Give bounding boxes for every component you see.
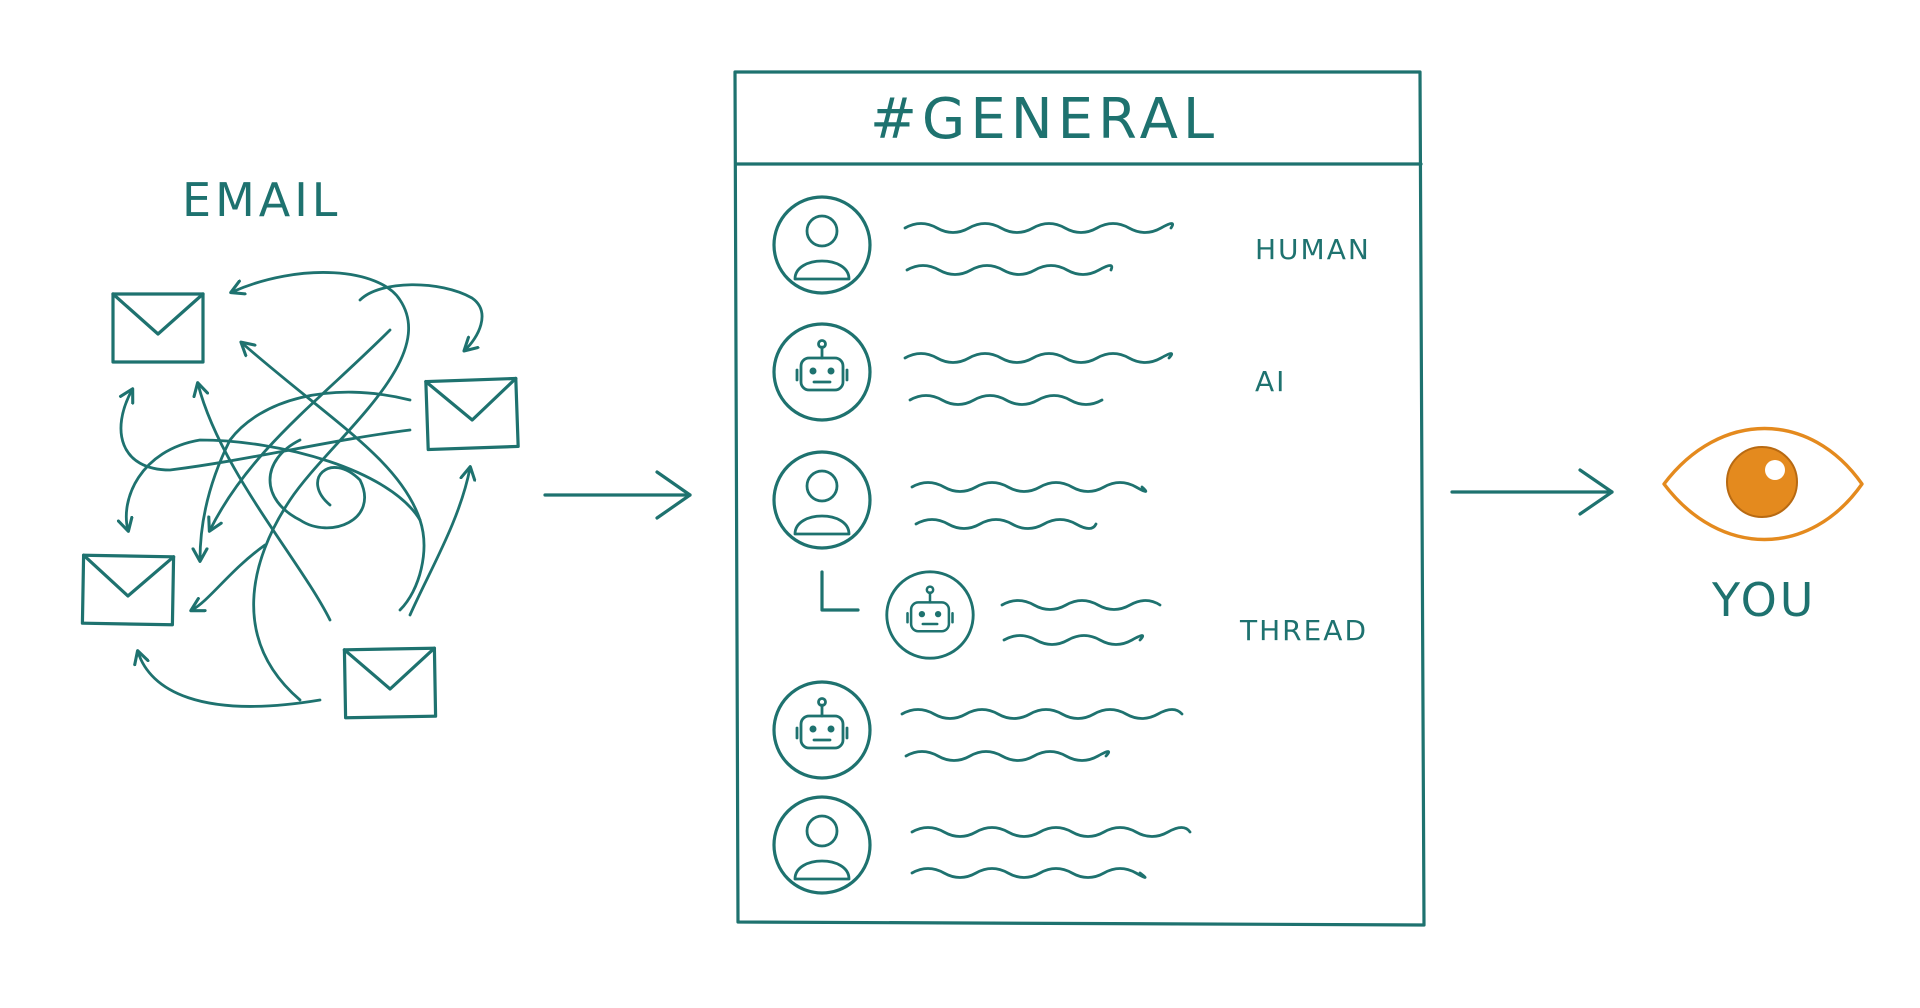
message-text-line [900,708,1184,720]
message-row [772,450,1148,550]
thread-reply-row [885,570,1162,660]
email-tangle-arrows [121,271,484,708]
envelope-icon [424,376,520,452]
viewer-label: YOU [1711,573,1816,627]
human-avatar-icon [772,450,872,550]
robot-avatar-icon [885,570,975,660]
message-text-line [903,352,1174,364]
message-text-line [914,518,1098,530]
flow-arrow-to-viewer [1450,468,1614,516]
robot-avatar-icon [772,680,872,780]
channel-title: #GENERAL [870,87,1219,152]
message-text-line [1002,634,1145,646]
flow-arrow-to-channel [543,470,692,520]
thread-connector [820,570,860,612]
tag-thread: THREAD [1239,614,1368,647]
channel-panel: #GENERAL HUMAN AI THREAD [733,70,1426,927]
envelope-icon [111,292,205,364]
email-label: EMAIL [182,173,341,227]
human-avatar-icon [772,195,872,295]
envelope-icon [342,646,438,720]
human-avatar-icon [772,795,872,895]
message-text-line [908,394,1104,406]
message-row [772,195,1174,295]
message-text-line [910,826,1192,838]
envelope-icon [80,553,176,627]
robot-avatar-icon [772,322,872,422]
message-text-line [910,481,1148,493]
message-text-line [903,222,1174,234]
tag-ai: AI [1255,365,1286,398]
message-text-line [1000,599,1162,611]
message-text-line [905,264,1114,276]
message-text-line [904,750,1111,762]
message-row [772,322,1174,422]
tag-human: HUMAN [1255,233,1371,266]
email-cluster [80,271,520,720]
message-row [772,795,1192,895]
message-row [772,680,1184,780]
eye-icon [1662,426,1864,542]
message-text-line [910,867,1147,879]
